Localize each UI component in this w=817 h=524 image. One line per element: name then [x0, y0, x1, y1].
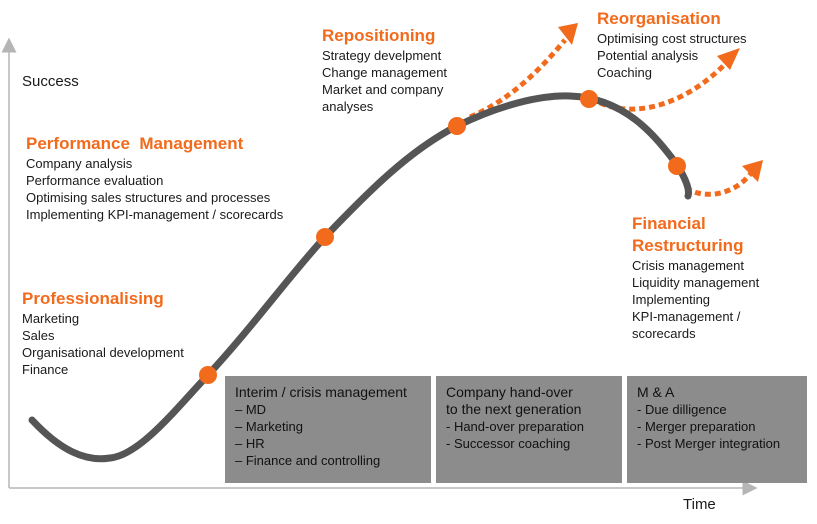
- box-item: – HR: [235, 436, 265, 451]
- phase-title: Professionalising: [22, 289, 164, 308]
- box-item: – Marketing: [235, 419, 303, 434]
- box-item: - Merger preparation: [637, 419, 756, 434]
- phase-item: Liquidity management: [632, 275, 760, 290]
- phase-title-line: Restructuring: [632, 236, 744, 255]
- phase-item: Sales: [22, 328, 55, 343]
- phase-repositioning: Repositioning Strategy develpment Change…: [322, 25, 447, 115]
- phase-financial-restructuring: Financial Restructuring Crisis managemen…: [632, 213, 759, 342]
- box-item: - Due dilligence: [637, 402, 727, 417]
- x-axis-label: Time: [683, 496, 716, 513]
- phase-item: Optimising sales structures and processe…: [26, 190, 271, 205]
- box-title-line: Company hand-over: [446, 384, 573, 400]
- phase-item: Implementing KPI-management / scorecards: [26, 207, 284, 222]
- service-box-interim: Interim / crisis management – MD – Marke…: [225, 376, 431, 483]
- box-title: Interim / crisis management: [235, 384, 407, 400]
- arrow-head-repositioning: [558, 23, 578, 45]
- milestone-dot-restructuring: [668, 157, 686, 175]
- milestone-dot-professionalising: [199, 366, 217, 384]
- phase-item: Coaching: [597, 65, 652, 80]
- phase-item: Change management: [322, 65, 448, 80]
- box-title: M & A: [637, 384, 675, 400]
- phase-professionalising: Professionalising Marketing Sales Organi…: [22, 288, 184, 378]
- phase-item: Potential analysis: [597, 48, 699, 63]
- phase-item: scorecards: [632, 326, 696, 341]
- phase-item: Strategy develpment: [322, 48, 442, 63]
- service-box-handover: Company hand-over to the next generation…: [436, 376, 622, 483]
- phase-performance-management: Performance Management Company analysis …: [26, 133, 283, 223]
- phase-item: Finance: [22, 362, 69, 377]
- box-item: - Hand-over preparation: [446, 419, 585, 434]
- phase-title-line: Financial: [632, 214, 706, 233]
- milestone-dot-reorganisation: [580, 90, 598, 108]
- box-item: - Successor coaching: [446, 436, 571, 451]
- phase-item: Organisational development: [22, 345, 184, 360]
- y-axis-label: Success: [22, 73, 79, 90]
- phase-item: Performance evaluation: [26, 173, 164, 188]
- growth-path-restructuring: [684, 170, 755, 197]
- milestone-dot-performance: [316, 228, 334, 246]
- phase-item: KPI-management /: [632, 309, 741, 324]
- box-item: – MD: [235, 402, 267, 417]
- phase-item: Optimising cost structures: [597, 31, 747, 46]
- phase-item: Crisis management: [632, 258, 744, 273]
- phase-item: Market and company: [322, 82, 444, 97]
- service-box-ma: M & A - Due dilligence - Merger preparat…: [627, 376, 807, 483]
- phase-item: Marketing: [22, 311, 80, 326]
- phase-item: Company analysis: [26, 156, 133, 171]
- box-title-line: to the next generation: [446, 401, 582, 417]
- lifecycle-curve: [28, 92, 692, 463]
- phase-reorganisation: Reorganisation Optimising cost structure…: [597, 8, 747, 81]
- box-item: - Post Merger integration: [637, 436, 781, 451]
- box-item: – Finance and controlling: [235, 453, 381, 468]
- arrow-head-reorganisation: [717, 48, 740, 70]
- phase-title: Reorganisation: [597, 9, 721, 28]
- milestone-dot-repositioning: [448, 117, 466, 135]
- phase-item: analyses: [322, 99, 374, 114]
- phase-item: Implementing: [632, 292, 711, 307]
- arrow-head-restructuring: [742, 160, 763, 182]
- phase-title: Performance Management: [26, 134, 244, 153]
- phase-title: Repositioning: [322, 26, 436, 45]
